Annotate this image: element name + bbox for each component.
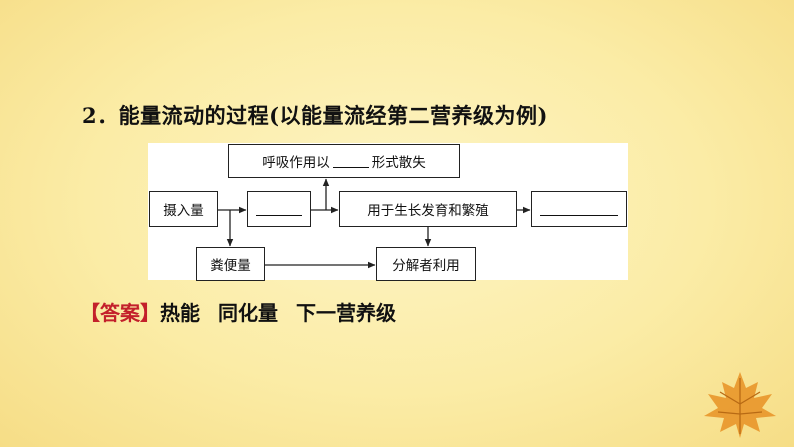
decomposer-box: 分解者利用 — [376, 247, 476, 281]
respiration-box: 呼吸作用以 形式散失 — [228, 144, 460, 178]
answer-tag: 【答案】 — [80, 301, 160, 325]
answer-item: 热能 — [160, 301, 200, 325]
respiration-suffix: 形式散失 — [371, 155, 426, 171]
assimilation-blank — [256, 203, 302, 216]
answer-line: 【答案】热能同化量下一营养级 — [80, 297, 396, 326]
next-level-blank-box — [531, 191, 627, 227]
respiration-prefix: 呼吸作用以 — [262, 155, 330, 171]
decomposer-label: 分解者利用 — [392, 258, 460, 274]
feces-box: 粪便量 — [196, 247, 265, 281]
assimilation-blank-box — [247, 191, 311, 227]
energy-flow-diagram: 摄入量 呼吸作用以 形式散失 用于生长发育和繁殖 粪便量 分解者利用 — [148, 143, 628, 281]
next-level-blank — [540, 203, 618, 216]
intake-box: 摄入量 — [149, 191, 218, 227]
section-heading: 2．能量流动的过程(以能量流经第二营养级为例) — [82, 103, 548, 128]
growth-label: 用于生长发育和繁殖 — [367, 203, 489, 219]
answer-item: 同化量 — [218, 301, 278, 325]
feces-label: 粪便量 — [210, 258, 251, 274]
maple-leaf-icon — [704, 372, 776, 438]
intake-label: 摄入量 — [163, 203, 204, 219]
growth-box: 用于生长发育和繁殖 — [339, 191, 517, 227]
diagram-arrows — [218, 178, 531, 269]
answer-item: 下一营养级 — [296, 301, 396, 325]
respiration-blank — [332, 155, 369, 168]
